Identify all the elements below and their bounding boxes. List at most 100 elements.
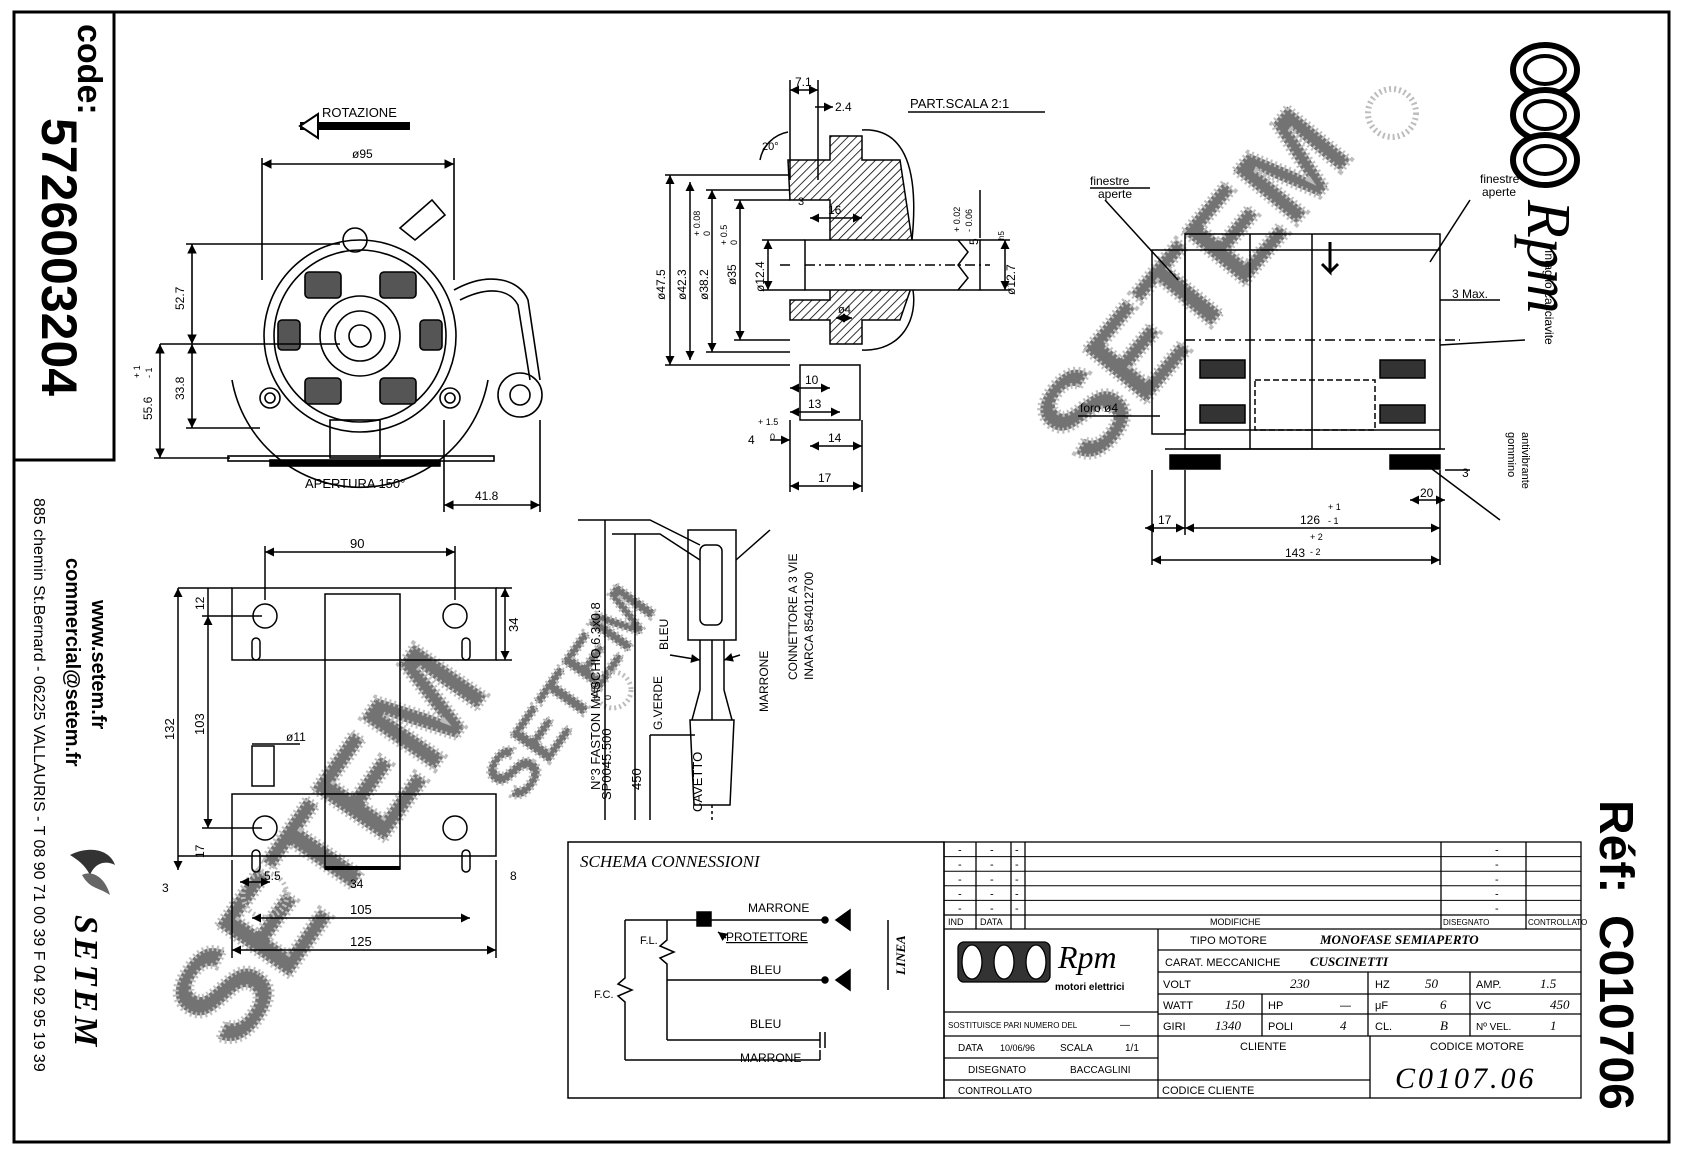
svg-text:CUSCINETTI: CUSCINETTI xyxy=(1310,954,1389,969)
svg-text:VC: VC xyxy=(1476,1000,1491,1012)
rpm-title-logo-icon xyxy=(957,941,1051,983)
svg-text:DATA: DATA xyxy=(980,917,1003,927)
svg-text:G.VERDE: G.VERDE xyxy=(651,676,665,730)
svg-text:125: 125 xyxy=(350,934,372,949)
mod-cell: - xyxy=(990,903,994,915)
website: www.setem.fr xyxy=(87,599,109,730)
svg-text:SP0045.500: SP0045.500 xyxy=(599,728,614,800)
svg-text:2.4: 2.4 xyxy=(835,100,852,114)
svg-text:μF: μF xyxy=(1375,1000,1388,1012)
svg-text:CAVETTO: CAVETTO xyxy=(690,752,705,812)
svg-text:ø12.4: ø12.4 xyxy=(753,261,767,292)
svg-text:DISEGNATO: DISEGNATO xyxy=(1443,918,1489,927)
svg-text:TIPO MOTORE: TIPO MOTORE xyxy=(1190,935,1267,947)
code-value: 5726003204 xyxy=(31,118,87,396)
svg-text:HZ: HZ xyxy=(1375,979,1390,991)
svg-text:20°: 20° xyxy=(762,141,779,153)
svg-text:5: 5 xyxy=(967,238,981,245)
svg-text:Intaglio cacciavite: Intaglio cacciavite xyxy=(1542,250,1556,345)
mod-cell: - xyxy=(1015,859,1019,871)
svg-text:+ 1: + 1 xyxy=(132,365,142,378)
svg-text:ø4: ø4 xyxy=(838,304,851,316)
svg-text:10: 10 xyxy=(805,373,819,387)
mod-cell: - xyxy=(1495,845,1499,857)
rotation-label: ROTAZIONE xyxy=(322,105,397,120)
mod-cell: - xyxy=(958,874,962,886)
svg-text:1: 1 xyxy=(1550,1018,1557,1033)
svg-text:+ 0.02: + 0.02 xyxy=(952,207,962,232)
svg-text:Rpm: Rpm xyxy=(1057,939,1117,975)
mod-cell: - xyxy=(990,888,994,900)
svg-text:20: 20 xyxy=(1420,486,1434,500)
bracket-view: 90 132 103 12 17 34 ø11 5.5 34 105 125 3… xyxy=(162,536,521,958)
svg-text:10/06/96: 10/06/96 xyxy=(1000,1043,1035,1053)
svg-text:- 2: - 2 xyxy=(1310,547,1321,557)
svg-text:motori elettrici: motori elettrici xyxy=(1055,982,1125,993)
svg-text:41.8: 41.8 xyxy=(475,489,499,503)
svg-text:CLIENTE: CLIENTE xyxy=(1240,1041,1286,1053)
motor-code: C0107.06 xyxy=(1395,1062,1537,1095)
schema-title: SCHEMA CONNESSIONI xyxy=(580,852,761,871)
svg-text:34: 34 xyxy=(350,877,364,891)
mod-cell: - xyxy=(990,874,994,886)
svg-text:WATT: WATT xyxy=(1163,1000,1193,1012)
svg-text:MARRONE: MARRONE xyxy=(740,1051,801,1065)
svg-text:0: 0 xyxy=(603,695,613,700)
mod-cell: - xyxy=(1015,903,1019,915)
svg-text:90: 90 xyxy=(350,536,364,551)
svg-text:INARCA 854012700: INARCA 854012700 xyxy=(802,572,816,680)
mod-cell: - xyxy=(990,859,994,871)
svg-text:SOSTITUISCE PARI NUMERO DEL: SOSTITUISCE PARI NUMERO DEL xyxy=(948,1021,1078,1030)
svg-text:1340: 1340 xyxy=(1215,1018,1242,1033)
ref-label: Réf: xyxy=(1589,800,1642,893)
svg-text:150: 150 xyxy=(1225,997,1245,1012)
svg-text:7.1: 7.1 xyxy=(795,75,812,89)
modification-rows: -------------------- xyxy=(944,845,1581,916)
svg-text:PROTETTORE: PROTETTORE xyxy=(726,930,808,944)
svg-text:VOLT: VOLT xyxy=(1163,979,1191,991)
svg-text:17: 17 xyxy=(1158,513,1172,527)
svg-text:- 0.06: - 0.06 xyxy=(964,209,974,232)
rpm-coil-logo-icon xyxy=(1510,42,1580,188)
svg-text:13: 13 xyxy=(808,397,822,411)
svg-text:antivibrante: antivibrante xyxy=(1519,432,1531,489)
code-label: code: xyxy=(70,24,108,115)
svg-text:3: 3 xyxy=(1462,466,1469,480)
svg-text:3 Max.: 3 Max. xyxy=(1452,287,1488,301)
svg-text:0: 0 xyxy=(702,231,712,236)
sheet-border xyxy=(12,10,1671,1144)
mod-cell: - xyxy=(1495,888,1499,900)
svg-text:BACCAGLINI: BACCAGLINI xyxy=(1070,1065,1131,1076)
svg-text:SCALA: SCALA xyxy=(1060,1043,1093,1054)
svg-text:AMP.: AMP. xyxy=(1476,979,1501,991)
svg-text:B: B xyxy=(1440,1018,1448,1033)
svg-text:BLEU: BLEU xyxy=(657,619,671,650)
mod-cell: - xyxy=(958,888,962,900)
svg-text:+ 1.5: + 1.5 xyxy=(758,417,778,427)
mod-cell: - xyxy=(990,845,994,857)
svg-text:ø38.2: ø38.2 xyxy=(697,269,711,300)
svg-text:MONOFASE SEMIAPERTO: MONOFASE SEMIAPERTO xyxy=(1319,932,1479,947)
svg-text:3: 3 xyxy=(162,881,169,895)
svg-text:+ 2: + 2 xyxy=(1310,532,1323,542)
svg-text:17: 17 xyxy=(193,844,207,858)
svg-text:ø47.5: ø47.5 xyxy=(654,269,668,300)
svg-text:34: 34 xyxy=(506,618,521,632)
svg-text:foro ø4: foro ø4 xyxy=(1080,401,1118,415)
svg-text:4: 4 xyxy=(1340,1018,1347,1033)
svg-text:8: 8 xyxy=(510,869,517,883)
svg-text:+ 0.5: + 0.5 xyxy=(719,225,729,245)
svg-text:MARRONE: MARRONE xyxy=(748,901,809,915)
svg-text:MODIFICHE: MODIFICHE xyxy=(1210,917,1261,927)
svg-text:450: 450 xyxy=(1550,997,1570,1012)
svg-text:CODICE CLIENTE: CODICE CLIENTE xyxy=(1162,1085,1254,1097)
svg-text:230: 230 xyxy=(1290,976,1310,991)
front-view: ROTAZIONE ø95 APERTURA 150° xyxy=(132,105,543,512)
svg-text:finestre: finestre xyxy=(1090,174,1130,188)
side-view: finestre aperte finestre aperte 3 Max. I… xyxy=(1078,172,1556,565)
svg-text:6: 6 xyxy=(1440,997,1447,1012)
svg-text:55.6: 55.6 xyxy=(141,396,155,420)
svg-text:DATA: DATA xyxy=(958,1043,984,1054)
address: 885 chemin St.Bernard - 06225 VALLAURIS … xyxy=(30,498,47,1072)
